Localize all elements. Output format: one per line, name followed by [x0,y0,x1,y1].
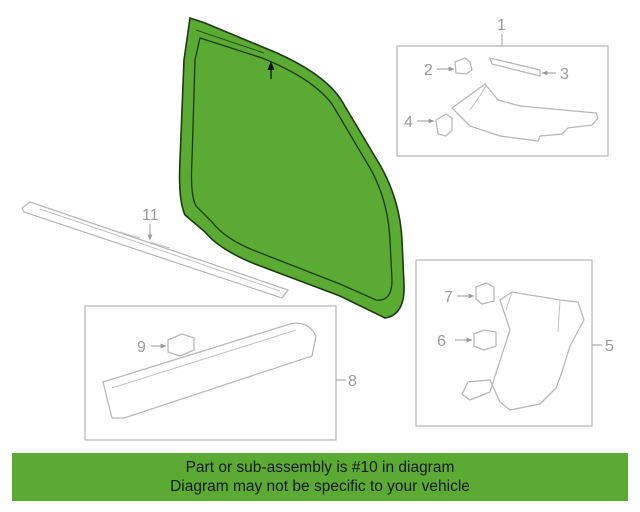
part-2-clip[interactable] [454,57,473,75]
part-9-clip[interactable] [167,333,195,357]
callout-11: 11 [142,207,159,224]
callout-8: 8 [348,373,357,390]
parts-diagram: 1 2 3 4 11 5 7 6 8 [21,16,614,441]
part-10-weatherstrip[interactable] [178,16,405,319]
part-8-step-trim[interactable] [102,322,317,419]
part-1-trim-panel[interactable] [451,83,599,142]
part-5-pillar-trim[interactable] [461,291,585,411]
info-banner: Part or sub-assembly is #10 in diagram D… [12,453,628,501]
callout-6: 6 [437,333,446,350]
callout-4: 4 [404,114,413,131]
part-11-sill-plate[interactable] [21,201,290,299]
callout-7: 7 [444,289,453,306]
callout-1: 1 [497,17,506,34]
callout-9: 9 [137,339,146,356]
callout-3: 3 [560,66,569,83]
group-box-5 [415,259,593,427]
callout-2: 2 [424,62,433,79]
group-box-8 [84,305,337,441]
banner-line-1: Part or sub-assembly is #10 in diagram [185,459,455,476]
callout-5: 5 [605,338,614,355]
part-7-clip[interactable] [475,282,495,305]
banner-line-2: Diagram may not be specific to your vehi… [170,478,470,495]
part-3-retainer-strip[interactable] [489,57,541,77]
part-4-push-pin[interactable] [435,113,453,137]
part-6-clip[interactable] [473,329,497,351]
